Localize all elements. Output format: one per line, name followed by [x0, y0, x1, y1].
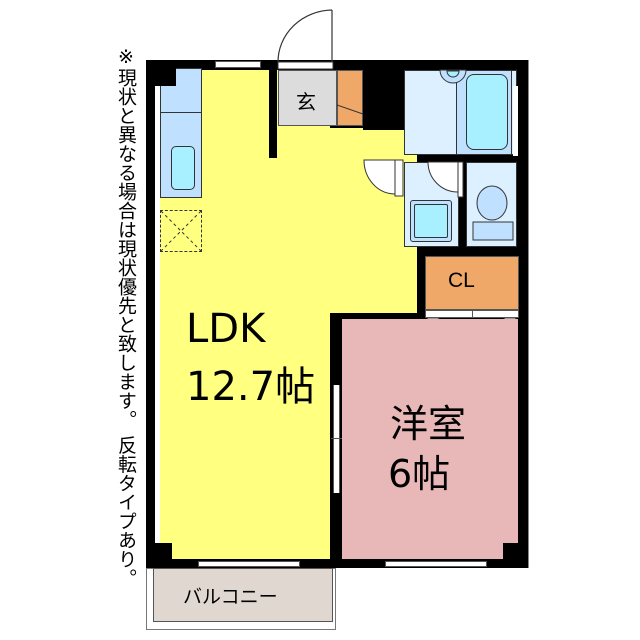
- western-room-corner-wall: [503, 543, 518, 559]
- washing-machine-drum: [414, 204, 448, 238]
- ldk-bottom-window: [198, 561, 300, 567]
- western-room-name: 洋室: [390, 402, 467, 446]
- entrance-door-icon[interactable]: [275, 8, 335, 70]
- bathtub: [466, 74, 508, 150]
- western-room-size: 6帖: [388, 452, 451, 496]
- entrance-label: 玄: [296, 90, 316, 114]
- left-wall-highlight: [155, 86, 160, 556]
- ldk-room-mid-right: [330, 128, 417, 313]
- entrance-area: [278, 70, 337, 126]
- kitchen-sink: [171, 146, 195, 190]
- closet-label: CL: [448, 269, 475, 292]
- western-bottom-window: [385, 561, 487, 567]
- balcony-label: バルコニー: [183, 586, 278, 608]
- right-wall-highlight-bath: [513, 86, 518, 156]
- washroom-door-icon[interactable]: [362, 158, 410, 198]
- entrance-side-wall: [269, 62, 277, 158]
- toilet-door-icon[interactable]: [424, 158, 464, 198]
- refrigerator-x-icon: [161, 211, 201, 251]
- right-wall-edge: [528, 60, 529, 568]
- closet: [425, 256, 519, 310]
- top-window: [215, 61, 261, 68]
- kitchen-counter-divider: [160, 112, 202, 113]
- disclaimer-note: ※現状と異なる場合は現状優先と致します。 反転タイプあり。: [115, 46, 137, 588]
- ldk-corner-wall: [155, 543, 172, 559]
- balcony: [153, 568, 333, 622]
- toilet-icon: [472, 185, 514, 241]
- western-room: [342, 319, 518, 559]
- left-wall-inner: [146, 86, 155, 568]
- ldk-name: LDK: [186, 306, 266, 352]
- ldk-western-sliding-door[interactable]: [333, 385, 340, 493]
- sliding-door-divider: [331, 438, 342, 439]
- shoe-cabinet-line: [337, 104, 364, 115]
- kitchen-corner-wall: [146, 60, 176, 86]
- wall-block-center: [363, 62, 405, 130]
- shoe-cabinet: [337, 70, 363, 126]
- ldk-size: 12.7帖: [186, 364, 316, 410]
- bath-sink-icon: [439, 69, 467, 84]
- closet-door-track-divider: [472, 310, 473, 318]
- refrigerator-space: [160, 210, 202, 252]
